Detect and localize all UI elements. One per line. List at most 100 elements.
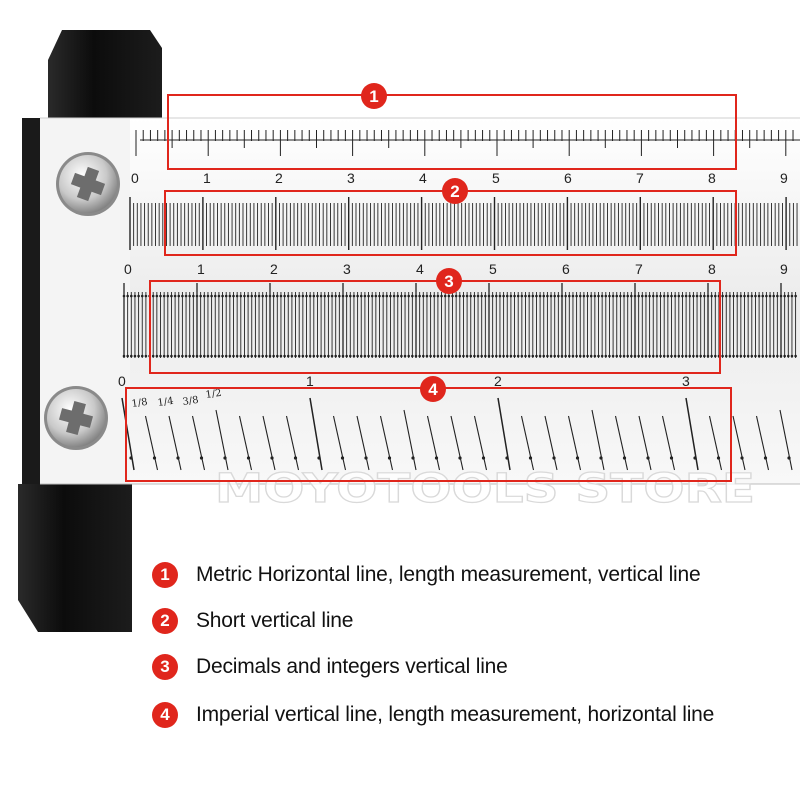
scale3-dot: [316, 354, 319, 358]
scale3-dot: [268, 294, 272, 298]
scale3-dot: [159, 294, 162, 298]
scale3-dot: [615, 354, 619, 358]
scale3-dot: [757, 354, 761, 358]
scale3-dot: [743, 354, 746, 358]
scale3-dot: [378, 294, 381, 298]
scale3-dot: [144, 294, 148, 298]
scale3-dot: [359, 294, 363, 298]
scale3-dot: [381, 294, 385, 298]
scale3-dot: [381, 354, 385, 358]
scale3-dot: [735, 294, 739, 298]
scale3-dot: [440, 354, 443, 358]
scale3-dot: [363, 354, 367, 358]
legend-text-4: Imperial vertical line, length measureme…: [196, 703, 715, 726]
scale3-dot: [316, 294, 319, 298]
scale4-dot: [599, 456, 603, 460]
scale3-dot: [608, 354, 611, 358]
scale3-dot: [192, 294, 195, 298]
scale3-dot: [604, 354, 608, 358]
scale3-dot: [359, 354, 363, 358]
scale4-tick: [638, 415, 652, 471]
scale4-dot: [411, 456, 415, 460]
scale3-dot: [177, 354, 181, 358]
scale4-tick: [356, 415, 370, 471]
scale4-dot: [223, 456, 227, 460]
scale3-dot: [268, 354, 272, 358]
scale3-dot: [465, 294, 469, 298]
scale3-dot: [495, 294, 498, 298]
cm1-label-0: 0: [131, 170, 139, 186]
scale3-dot: [546, 294, 549, 298]
scale3-dot: [243, 294, 246, 298]
metric-scale-1-ticks: [135, 130, 800, 156]
scale3-dot: [130, 354, 133, 358]
scale3-dot: [454, 354, 458, 358]
scale4-tick: [238, 415, 253, 471]
scale4-dot: [176, 456, 180, 460]
scale4-tick: [332, 415, 347, 471]
scale3-dot: [710, 354, 713, 358]
scale3-dot: [374, 294, 378, 298]
scale3-dot: [411, 354, 414, 358]
scale3-dot: [549, 354, 553, 358]
scale4-tick: [403, 409, 417, 471]
scale3-dot: [203, 354, 206, 358]
scale3-dot: [586, 294, 589, 298]
scale4-dot: [763, 456, 768, 460]
scale3-dot: [491, 294, 494, 298]
scale3-dot: [502, 294, 505, 298]
scale4-tick: [426, 415, 441, 471]
scale3-dot: [436, 294, 440, 298]
scale3-dot: [655, 354, 659, 358]
scale3-dot: [235, 354, 239, 358]
scale3-dot: [790, 354, 794, 358]
scale3-dot: [524, 294, 527, 298]
scale3-dot: [465, 354, 469, 358]
scale3-dot: [531, 294, 535, 298]
scale3-dot: [403, 354, 407, 358]
scale3-dot: [611, 294, 615, 298]
cm2-label-2: 2: [270, 261, 278, 277]
scale3-dot: [443, 294, 447, 298]
scale3-dot: [294, 294, 297, 298]
scale3-dot: [279, 354, 283, 358]
scale3-dot: [542, 294, 546, 298]
scale3-dot: [779, 294, 783, 298]
scale3-dot: [498, 294, 502, 298]
scale3-dot: [659, 354, 662, 358]
scale3-dot: [648, 354, 651, 358]
legend-text-3: Decimals and integers vertical line: [196, 655, 508, 678]
cm1-label-8: 8: [708, 170, 716, 186]
scale3-dot: [206, 354, 210, 358]
scale3-dot: [794, 294, 797, 298]
scale4-dot: [669, 456, 674, 460]
scale3-dot: [429, 354, 432, 358]
scale3-dot: [334, 354, 338, 358]
scale3-dot: [630, 354, 633, 358]
scale3-dot: [286, 294, 290, 298]
scale3-dot: [137, 354, 140, 358]
scale3-dot: [703, 354, 706, 358]
metric-scale-2-labels: 0 1 2 3 4 5 6 7 8 9: [124, 261, 788, 277]
scale3-dot: [557, 294, 560, 298]
scale4-tick: [473, 415, 488, 471]
screw-bottom: [44, 386, 108, 450]
scale3-dot: [765, 354, 768, 358]
scale3-dot: [151, 294, 155, 298]
scale3-dot: [265, 294, 268, 298]
scale3-dot: [783, 354, 786, 358]
scale3-dot: [283, 294, 286, 298]
scale3-dot: [392, 294, 396, 298]
scale3-dot: [286, 354, 290, 358]
scale4-dot: [787, 456, 791, 460]
scale3-dot: [126, 354, 129, 358]
scale3-dot: [531, 354, 535, 358]
scale3-dot: [418, 294, 421, 298]
cm2-label-3: 3: [343, 261, 351, 277]
scale3-dot: [630, 294, 633, 298]
scale3-dot: [681, 354, 684, 358]
scale3-dot: [257, 354, 261, 358]
scale3-dot: [535, 354, 538, 358]
scale3-dot: [432, 354, 436, 358]
scale3-dot: [345, 354, 348, 358]
